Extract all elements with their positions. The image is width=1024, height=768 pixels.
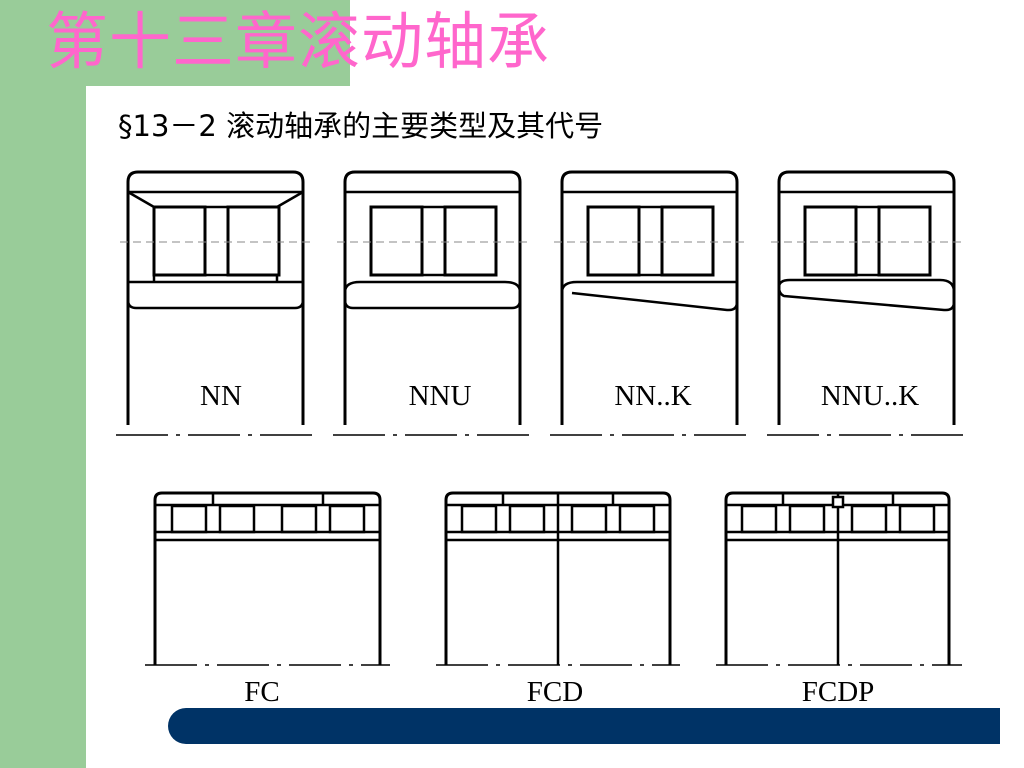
section-title: §13－2 滚动轴承的主要类型及其代号 [118,109,604,143]
bottom-row-labels: FC FCD FCDP [244,676,874,708]
bearing-nnu [335,170,530,427]
label-nn: NN [200,380,242,412]
bearing-fcd [444,491,672,665]
bottom-decorative-bar [168,708,1000,744]
green-left-band [0,0,86,768]
label-fcdp: FCDP [802,676,875,708]
bearing-nn-k [552,170,747,427]
bearing-nn [118,170,313,427]
chapter-title: 第十三章滚动轴承 [46,5,551,78]
label-nnu-k: NNU..K [821,380,919,412]
label-nnu: NNU [409,380,472,412]
label-fc: FC [244,676,279,708]
content-panel [86,86,1024,768]
top-row-labels: NN NNU NN..K NNU..K [200,380,919,412]
bearing-fcdp [724,491,951,665]
label-nn-k: NN..K [614,380,691,412]
title-background [350,0,1024,86]
label-fcd: FCD [527,676,583,708]
bearing-nnu-k [769,170,964,427]
bearing-fc [153,491,382,665]
